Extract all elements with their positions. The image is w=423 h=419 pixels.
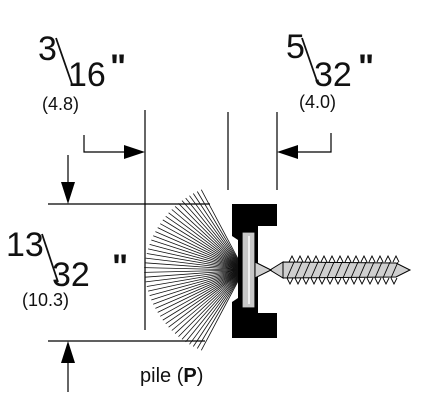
backing-width-fraction-slash bbox=[301, 37, 319, 85]
pile-fiber bbox=[181, 269, 245, 340]
pile-fiber bbox=[168, 212, 245, 271]
dimension-arrow-icon bbox=[61, 341, 75, 363]
dimension-label-backing-width: 5 32 " (4.0) bbox=[286, 28, 374, 112]
pile-fiber bbox=[157, 227, 245, 271]
pile-fiber bbox=[178, 269, 245, 337]
pile-fiber bbox=[146, 253, 245, 271]
pile-fiber bbox=[200, 269, 245, 351]
carrier-backing-icon bbox=[232, 204, 277, 338]
dimension-label-height: 13 32 " (10.3) bbox=[6, 226, 128, 310]
pile-fiber bbox=[144, 267, 245, 271]
pile-brush-icon bbox=[144, 189, 245, 351]
backing-width-metric: (4.0) bbox=[299, 92, 336, 112]
dimension-label-pile-width: 3 16 " (4.8) bbox=[38, 30, 126, 114]
pile-width-leader-line bbox=[83, 135, 128, 153]
pile-fiber bbox=[160, 269, 245, 317]
pile-fiber bbox=[192, 193, 245, 271]
backing-width-leader bbox=[277, 133, 332, 159]
pile-width-metric: (4.8) bbox=[42, 94, 79, 114]
screw-thread bbox=[286, 254, 296, 286]
pile-fiber bbox=[165, 215, 245, 271]
pile-fiber bbox=[185, 269, 245, 343]
pile-fiber bbox=[185, 197, 245, 271]
pile-fiber bbox=[189, 269, 245, 345]
pile-fiber bbox=[149, 269, 245, 296]
backing-width-numerator: 5 bbox=[286, 28, 305, 66]
pile-fiber bbox=[192, 269, 245, 347]
screw-thread bbox=[294, 254, 304, 286]
pile-fiber bbox=[146, 269, 245, 287]
pile-width-denominator: 16 bbox=[68, 56, 106, 94]
screw-head bbox=[254, 261, 273, 279]
height-fraction-slash bbox=[41, 233, 59, 283]
pile-fiber bbox=[171, 209, 245, 271]
backing-width-denominator: 32 bbox=[314, 56, 352, 94]
dimension-arrow-icon bbox=[277, 145, 298, 159]
pile-fiber bbox=[148, 269, 245, 292]
screw-thread bbox=[382, 254, 392, 286]
pile-fiber bbox=[155, 231, 245, 271]
pile-fiber bbox=[196, 191, 245, 271]
pile-width-leader bbox=[83, 135, 145, 159]
screw-thread bbox=[390, 254, 400, 286]
screw-thread bbox=[318, 254, 328, 286]
pile-fiber bbox=[144, 269, 245, 278]
pile-fiber bbox=[162, 219, 245, 271]
pile-fiber bbox=[144, 269, 245, 273]
pile-fiber bbox=[153, 235, 245, 271]
pile-fiber bbox=[200, 189, 245, 271]
pile-callout: pile (P) bbox=[140, 365, 203, 387]
pile-fiber bbox=[168, 269, 245, 328]
pile-fiber bbox=[151, 239, 245, 271]
mounting-screw-icon bbox=[269, 254, 412, 286]
screw-thread bbox=[326, 254, 336, 286]
pile-width-inch-mark: " bbox=[110, 48, 126, 86]
pile-fiber bbox=[144, 262, 245, 271]
screw-thread bbox=[358, 254, 368, 286]
pile-fiber bbox=[157, 269, 245, 313]
pile-fiber bbox=[145, 257, 245, 271]
pile-fiber bbox=[145, 269, 245, 283]
height-metric: (10.3) bbox=[22, 290, 69, 310]
backing-width-leader-line bbox=[296, 133, 332, 153]
pile-fiber bbox=[171, 269, 245, 331]
pile-fiber bbox=[174, 269, 245, 334]
height-denominator: 32 bbox=[52, 256, 90, 294]
screw-thread bbox=[366, 254, 376, 286]
pile-callout-suffix: ) bbox=[197, 365, 204, 387]
pile-width-fraction-slash bbox=[55, 37, 73, 85]
screw-neck bbox=[269, 261, 284, 279]
height-inch-mark: " bbox=[112, 248, 128, 286]
backing-width-inch-mark: " bbox=[358, 48, 374, 86]
pile-fiber bbox=[189, 195, 245, 271]
pile-fiber bbox=[174, 206, 245, 271]
pile-fiber bbox=[148, 248, 245, 271]
height-arrows bbox=[61, 155, 75, 392]
pile-width-numerator: 3 bbox=[38, 30, 57, 68]
screw-threads bbox=[282, 254, 412, 286]
pile-fiber bbox=[149, 244, 245, 271]
dimension-arrow-icon bbox=[124, 145, 145, 159]
height-numerator: 13 bbox=[6, 226, 44, 264]
pile-fiber bbox=[151, 269, 245, 301]
pile-fiber bbox=[196, 269, 245, 349]
pile-callout-letter: P bbox=[183, 365, 196, 387]
pile-fiber bbox=[160, 223, 245, 271]
screw-thread bbox=[334, 254, 344, 286]
pile-fiber bbox=[153, 269, 245, 305]
screw-thread bbox=[374, 254, 384, 286]
screw-thread bbox=[342, 254, 352, 286]
extension-lines bbox=[48, 110, 278, 342]
pile-fiber bbox=[178, 203, 245, 271]
pile-fiber bbox=[165, 269, 245, 325]
dimension-arrow-icon bbox=[61, 182, 75, 204]
pile-fiber bbox=[155, 269, 245, 309]
pile-callout-prefix: pile ( bbox=[140, 365, 184, 387]
pile-fiber bbox=[181, 200, 245, 271]
screw-thread bbox=[350, 254, 360, 286]
screw-thread bbox=[302, 254, 312, 286]
pile-fiber bbox=[162, 269, 245, 321]
screw-thread bbox=[310, 254, 320, 286]
